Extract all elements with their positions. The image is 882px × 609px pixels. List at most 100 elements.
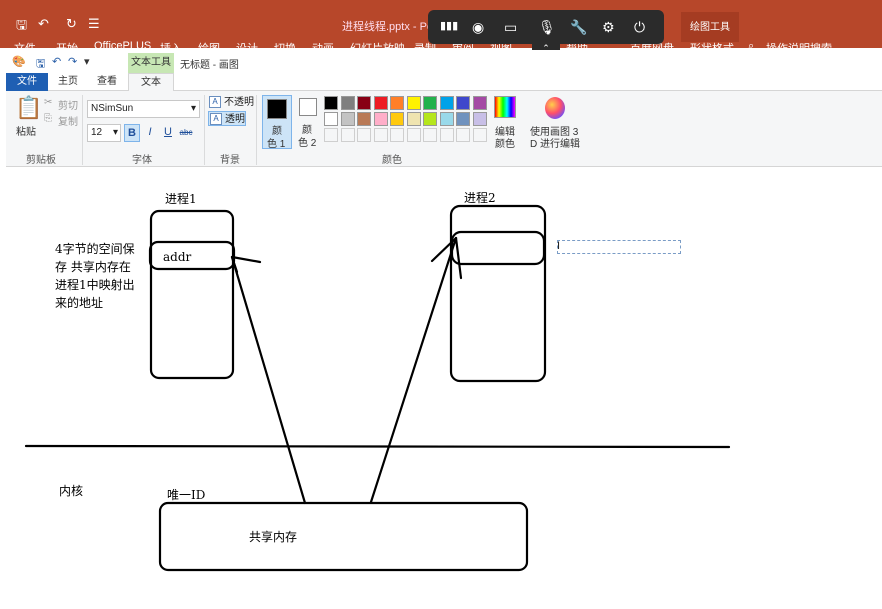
paint-window-title: 无标题 - 画图 (180, 60, 239, 71)
group-divider (82, 95, 83, 165)
paint-3d-label-line1[interactable]: 使用画图 3 (530, 127, 579, 138)
palette-swatch[interactable] (340, 112, 355, 126)
tab-text[interactable]: 文本 (128, 73, 174, 92)
camera-icon[interactable]: ▭ (504, 19, 518, 35)
ppt-menu-officeplus[interactable]: OfficePLUS (94, 40, 152, 52)
palette-swatch[interactable] (456, 112, 470, 126)
custom-color-slot[interactable] (456, 128, 470, 142)
color-1-label-line2: 色 1 (267, 139, 286, 150)
settings-icon[interactable]: ⚙ (602, 19, 615, 35)
copy-icon: ⎘ (44, 113, 52, 124)
recording-toolbar: ▮▮▮ ◉ ▭ 🎙 🔧 ⚙ ⏻ (428, 10, 664, 44)
custom-color-slot[interactable] (472, 128, 487, 142)
paint-save-icon[interactable]: 🖫 (36, 58, 46, 70)
palette-swatch[interactable] (439, 112, 454, 126)
annotation-line: 来的地址 (55, 296, 104, 310)
italic-button[interactable]: I (148, 126, 152, 138)
paste-icon[interactable]: 📋 (15, 95, 43, 120)
palette-swatch[interactable] (357, 96, 371, 110)
palette-swatch[interactable] (357, 112, 371, 126)
custom-color-slot[interactable] (340, 128, 355, 142)
drawing-tools-tab[interactable]: 绘图工具 (681, 12, 739, 42)
custom-color-slot[interactable] (390, 128, 404, 142)
palette-swatch[interactable] (340, 96, 355, 110)
paint-3d-label-line2[interactable]: D 进行编辑 (530, 139, 580, 150)
record-icon[interactable]: ◉ (472, 19, 485, 35)
process1-label: 进程1 (165, 192, 197, 206)
custom-color-slot[interactable] (439, 128, 454, 142)
font-size-value: 12 (91, 127, 103, 138)
tab-home[interactable]: 主页 (58, 76, 78, 87)
text-input-box[interactable]: I (557, 240, 681, 254)
shared-memory-box (158, 501, 529, 572)
palette-swatch[interactable] (423, 112, 437, 126)
palette-swatch[interactable] (390, 96, 404, 110)
bold-button[interactable]: B (124, 124, 140, 142)
strikethrough-button[interactable]: abc (179, 128, 193, 137)
process2-box (449, 204, 547, 383)
palette-swatch[interactable] (472, 96, 487, 110)
tab-view[interactable]: 查看 (97, 76, 117, 87)
palette-swatch[interactable] (472, 112, 487, 126)
palette-swatch[interactable] (423, 96, 437, 110)
search-icon[interactable]: ⌕ (748, 40, 755, 52)
font-name-select[interactable]: NSimSun▾ (87, 100, 200, 118)
palette-swatch[interactable] (324, 112, 338, 126)
custom-color-slot[interactable] (406, 128, 421, 142)
palette-swatch[interactable] (406, 112, 421, 126)
annotation-line: 进程1中映射出 (55, 278, 135, 292)
power-icon[interactable]: ⏻ (634, 19, 646, 35)
redo-icon[interactable]: ↻ (66, 16, 77, 31)
arrow-to-process1-line (230, 255, 307, 505)
save-icon[interactable]: 🖫 (16, 17, 28, 32)
tools-icon[interactable]: 🔧 (570, 19, 588, 35)
edit-colors-label-line2[interactable]: 颜色 (495, 139, 515, 150)
palette-swatch[interactable] (324, 96, 338, 110)
group-clipboard-label: 剪贴板 (26, 155, 56, 166)
palette-swatch[interactable] (439, 96, 454, 110)
group-divider (256, 95, 257, 165)
microphone-icon[interactable]: 🎙 (538, 19, 556, 35)
edit-colors-icon[interactable] (494, 96, 516, 118)
ribbon: 📋 粘贴 ✂ 剪切 ⎘ 复制 剪贴板 NSimSun▾ 12▾ B I U ab… (6, 91, 882, 167)
edit-colors-label-line1[interactable]: 编辑 (495, 127, 515, 138)
color-1-swatch (267, 99, 287, 119)
copy-button[interactable]: 复制 (58, 117, 78, 128)
custom-color-slot[interactable] (423, 128, 437, 142)
palette-swatch[interactable] (390, 112, 404, 126)
annotation-line: 存 共享内存在 (55, 260, 131, 274)
kernel-divider-line (24, 444, 731, 449)
palette-swatch[interactable] (373, 112, 388, 126)
paint-undo-icon[interactable]: ↶ (52, 56, 62, 68)
annotation-text: 4字节的空间保 存 共享内存在 进程1中映射出 来的地址 (55, 240, 145, 312)
color-2-label-line1: 颜 (302, 125, 312, 136)
tab-file[interactable]: 文件 (6, 73, 48, 91)
customize-icon[interactable]: ☰ (88, 16, 100, 31)
ribbon-tabs: 文件 主页 查看 文本 (6, 73, 882, 92)
undo-icon[interactable]: ↶ (38, 16, 49, 31)
custom-color-slot[interactable] (357, 128, 371, 142)
palette-swatch[interactable] (373, 96, 388, 110)
underline-button[interactable]: U (164, 126, 172, 138)
chevron-down-icon: ▾ (190, 103, 196, 114)
paint-app-icon: 🎨 (12, 56, 26, 68)
paste-button[interactable]: 粘贴 (16, 127, 36, 138)
qat-dropdown-icon[interactable]: ▾ (84, 56, 90, 68)
custom-color-slot[interactable] (373, 128, 388, 142)
palette-swatch[interactable] (406, 96, 421, 110)
color-1-button[interactable]: 颜 色 1 (262, 95, 292, 150)
annotation-line: 4字节的空间保 (55, 242, 135, 256)
text-tools-context-tab: 文本工具 (128, 53, 174, 73)
arrow-to-process2-head (430, 236, 458, 263)
paint-3d-icon[interactable] (545, 97, 565, 119)
arrow-to-process2-line (369, 236, 458, 504)
cut-button[interactable]: 剪切 (58, 101, 78, 112)
paint-redo-icon[interactable]: ↷ (68, 56, 78, 68)
custom-color-slot[interactable] (324, 128, 338, 142)
font-size-select[interactable]: 12▾ (87, 124, 121, 142)
opaque-label: 不透明 (224, 97, 254, 108)
palette-swatch[interactable] (456, 96, 470, 110)
